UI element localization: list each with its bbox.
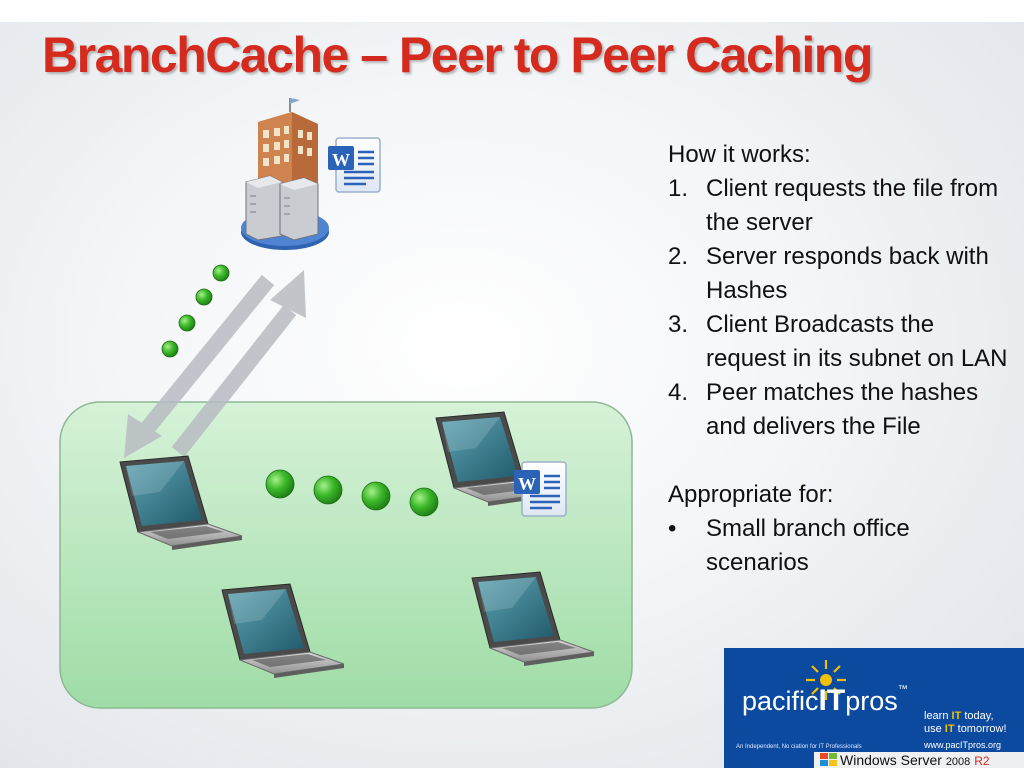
- windows-server-version: 2008: [945, 756, 971, 768]
- steps-list: 1.Client requests the file from the serv…: [668, 172, 1008, 444]
- logo-url: www.pacITpros.org: [924, 740, 1002, 750]
- appropriate-for-heading: Appropriate for:: [668, 481, 834, 508]
- sun-icon: [806, 660, 846, 700]
- word-document-icon: [326, 136, 382, 194]
- step-item: 4.Peer matches the hashes and delivers t…: [668, 379, 979, 440]
- windows-server-text: Windows Server: [840, 752, 942, 768]
- slide-title: BranchCache – Peer to Peer Caching: [42, 27, 873, 83]
- windows-server-r2: R2: [974, 754, 990, 768]
- windows-flag-icon: [820, 753, 837, 766]
- logo-brand: pacificITpros™: [742, 684, 908, 717]
- appropriate-list: •Small branch office scenarios: [668, 512, 1008, 580]
- step-item: 3.Client Broadcasts the request in its s…: [668, 311, 1008, 372]
- windows-server-badge: Windows Server 2008 R2: [814, 752, 1024, 768]
- server-building-icon: [241, 98, 329, 250]
- network-dot-icon: [161, 264, 230, 358]
- step-item: 1.Client requests the file from the serv…: [668, 175, 999, 236]
- network-dot-icon: [265, 469, 439, 517]
- word-document-icon: [512, 460, 568, 518]
- double-arrow-icon: [124, 270, 306, 458]
- bullet-item: •Small branch office scenarios: [668, 515, 910, 576]
- logo-small-text: An Independent, No ciation for IT Profes…: [736, 744, 862, 750]
- text-panel: How it works: 1.Client requests the file…: [668, 138, 1008, 580]
- top-bar: [0, 0, 1024, 22]
- pacific-it-pros-logo: pacificITpros™ learn IT today, use IT to…: [724, 648, 1024, 768]
- step-item: 2.Server responds back with Hashes: [668, 243, 989, 304]
- how-it-works-heading: How it works:: [668, 141, 811, 168]
- logo-tagline: learn IT today, use IT tomorrow!: [924, 710, 1007, 735]
